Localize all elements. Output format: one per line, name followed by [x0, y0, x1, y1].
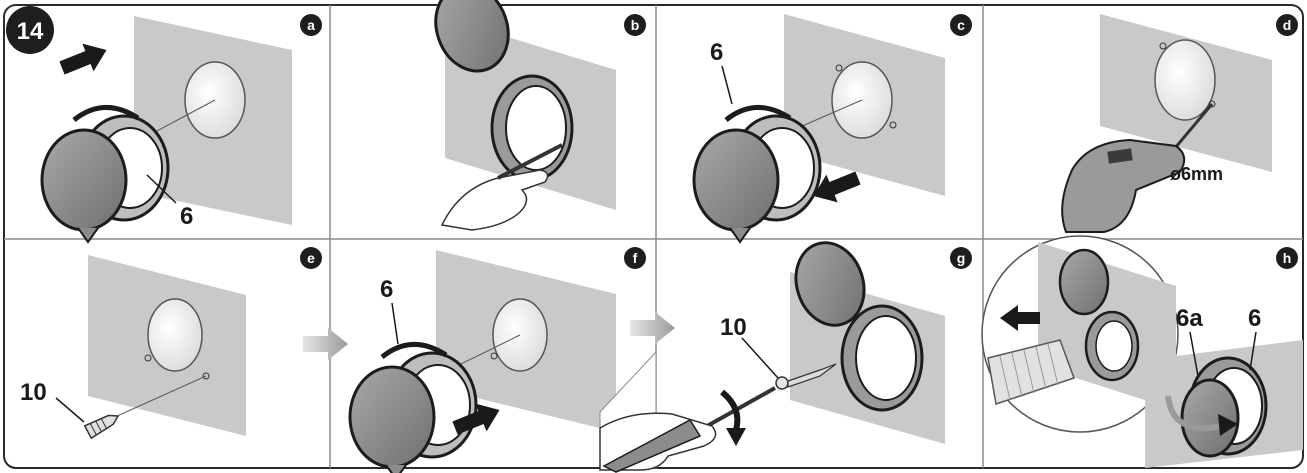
part-label-6a: 6a	[1176, 305, 1203, 332]
vent-cap-assembly	[694, 107, 820, 242]
panel-letter-g: g	[950, 247, 972, 269]
panel-letter-d: d	[1276, 14, 1298, 36]
vent-cap	[1180, 378, 1240, 458]
drill	[1061, 138, 1186, 233]
vent-cap-open	[434, 0, 510, 73]
screwdriver-handle	[602, 419, 702, 473]
svg-text:g: g	[957, 250, 966, 266]
panel-g: 10	[599, 241, 945, 473]
panel-d: ø6mm	[1061, 14, 1272, 233]
wall-hole	[1154, 39, 1216, 121]
wall-hole	[147, 298, 203, 372]
panel-letter-b: b	[624, 14, 646, 36]
vent-cap-assembly	[42, 107, 168, 242]
svg-text:e: e	[307, 250, 315, 266]
svg-text:d: d	[1283, 17, 1292, 33]
flexible-duct	[987, 339, 1075, 405]
wall-plug	[83, 414, 120, 440]
screw	[775, 363, 837, 390]
sequence-arrow	[303, 328, 348, 360]
push-arrow	[452, 403, 500, 435]
panel-h: 6a 6	[981, 235, 1303, 468]
panel-a: 6	[42, 16, 292, 242]
panel-b	[434, 0, 616, 231]
vent-ring	[840, 304, 924, 412]
svg-text:c: c	[957, 17, 965, 33]
vent-cap-open	[794, 241, 866, 327]
panel-f: 6	[303, 250, 616, 473]
panel-letter-f: f	[624, 247, 646, 269]
panel-c: 6	[694, 14, 945, 242]
detail-circle	[981, 235, 1179, 433]
part-label-6: 6	[180, 203, 193, 230]
panel-letter-c: c	[950, 14, 972, 36]
part-label-6: 6	[1248, 305, 1261, 332]
svg-text:h: h	[1283, 250, 1292, 266]
vent-cap-open	[1058, 248, 1110, 316]
svg-text:f: f	[633, 250, 638, 266]
rotate-arrow	[1165, 395, 1223, 431]
panel-e: 10	[20, 255, 246, 440]
part-label-6: 6	[380, 276, 393, 303]
hand-with-pencil	[440, 169, 549, 231]
push-arrow	[59, 43, 107, 75]
vent-cap-assembly	[350, 344, 476, 473]
drill-diameter-label: ø6mm	[1170, 164, 1223, 184]
panel-letter-h: h	[1276, 247, 1298, 269]
svg-text:b: b	[631, 17, 640, 33]
sequence-arrow	[630, 312, 675, 344]
vent-ring	[490, 74, 574, 182]
panel-letter-e: e	[300, 247, 322, 269]
figure-number: 14	[17, 18, 44, 45]
panel-letter-a: a	[300, 14, 322, 36]
drill-bit	[1173, 103, 1214, 149]
part-label-10: 10	[720, 314, 747, 341]
figure-number-badge: 14	[6, 6, 54, 54]
pull-arrow	[813, 171, 861, 203]
pull-arrow	[1000, 305, 1040, 331]
svg-text:a: a	[307, 17, 315, 33]
part-label-10: 10	[20, 379, 47, 406]
pencil	[497, 143, 563, 180]
part-label-6: 6	[710, 39, 723, 66]
rotate-arrow	[720, 389, 741, 431]
